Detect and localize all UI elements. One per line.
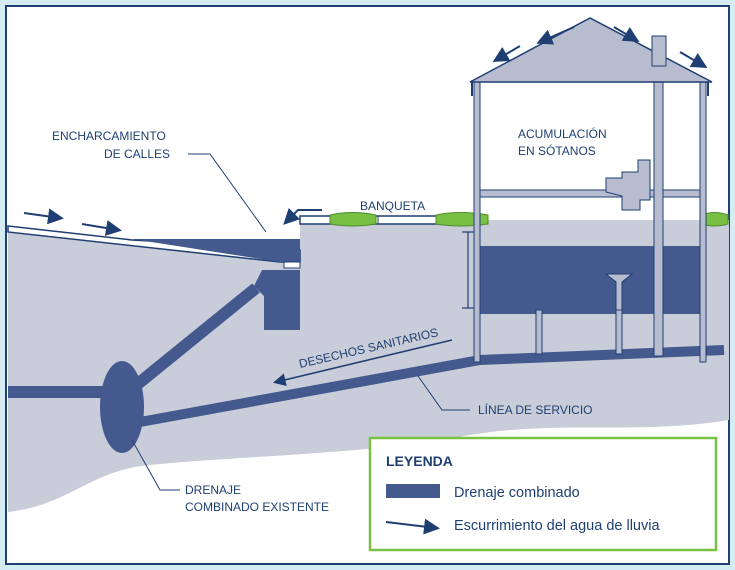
runoff-arrow: [283, 207, 322, 225]
sanitary-waste-arrow: [272, 339, 453, 386]
basement-flooding: [480, 246, 700, 314]
legend-swatch-runoff-arrow: [385, 518, 440, 535]
label-sidewalk: BANQUETA: [360, 199, 425, 213]
legend-title: LEYENDA: [386, 453, 453, 469]
vent-stack: [653, 65, 664, 357]
house-floor: [479, 189, 701, 198]
leader-drain: [131, 439, 180, 491]
leader-street-flooding: [188, 153, 267, 233]
grass-patch: [701, 212, 729, 227]
runoff-arrow: [492, 45, 521, 63]
runoff-arrow: [613, 26, 640, 43]
basement-post: [615, 309, 623, 355]
street-flooding-water: [132, 239, 300, 262]
legend-swatch-combined-sewer: [386, 484, 440, 498]
runoff-arrow: [536, 26, 575, 45]
label-street-flooding-line2: DE CALLES: [104, 147, 170, 161]
house-left-wall: [473, 81, 481, 363]
catch-basin: [254, 270, 300, 330]
legend-label-combined-sewer: Drenaje combinado: [454, 485, 580, 501]
legend: LEYENDA Drenaje combinado Escurrimiento …: [368, 436, 718, 552]
label-service-line: LÍNEA DE SERVICIO: [478, 402, 593, 417]
label-drain-line2: COMBINADO EXISTENTE: [185, 500, 329, 514]
inlet-connector-pipe: [114, 283, 260, 405]
leader-service-line: [417, 375, 470, 411]
inlet-grate: [283, 261, 301, 269]
label-street-flooding-line1: ENCHARCAMIENTO: [52, 129, 166, 143]
toilet-icon: [605, 159, 651, 211]
legend-label-runoff: Escurrimiento del agua de lluvia: [454, 518, 660, 534]
basement-post: [535, 309, 543, 355]
grass-patch: [329, 212, 377, 227]
label-basement-line2: EN SÓTANOS: [518, 143, 596, 158]
runoff-arrow: [23, 208, 64, 225]
chimney: [651, 35, 667, 67]
runoff-arrow: [81, 220, 122, 236]
combined-drain-oval: [100, 361, 144, 453]
label-basement-line1: ACUMULACIÓN: [518, 126, 607, 141]
runoff-arrow: [679, 51, 708, 69]
house-right-wall: [699, 81, 707, 363]
label-drain-line1: DRENAJE: [185, 483, 241, 497]
